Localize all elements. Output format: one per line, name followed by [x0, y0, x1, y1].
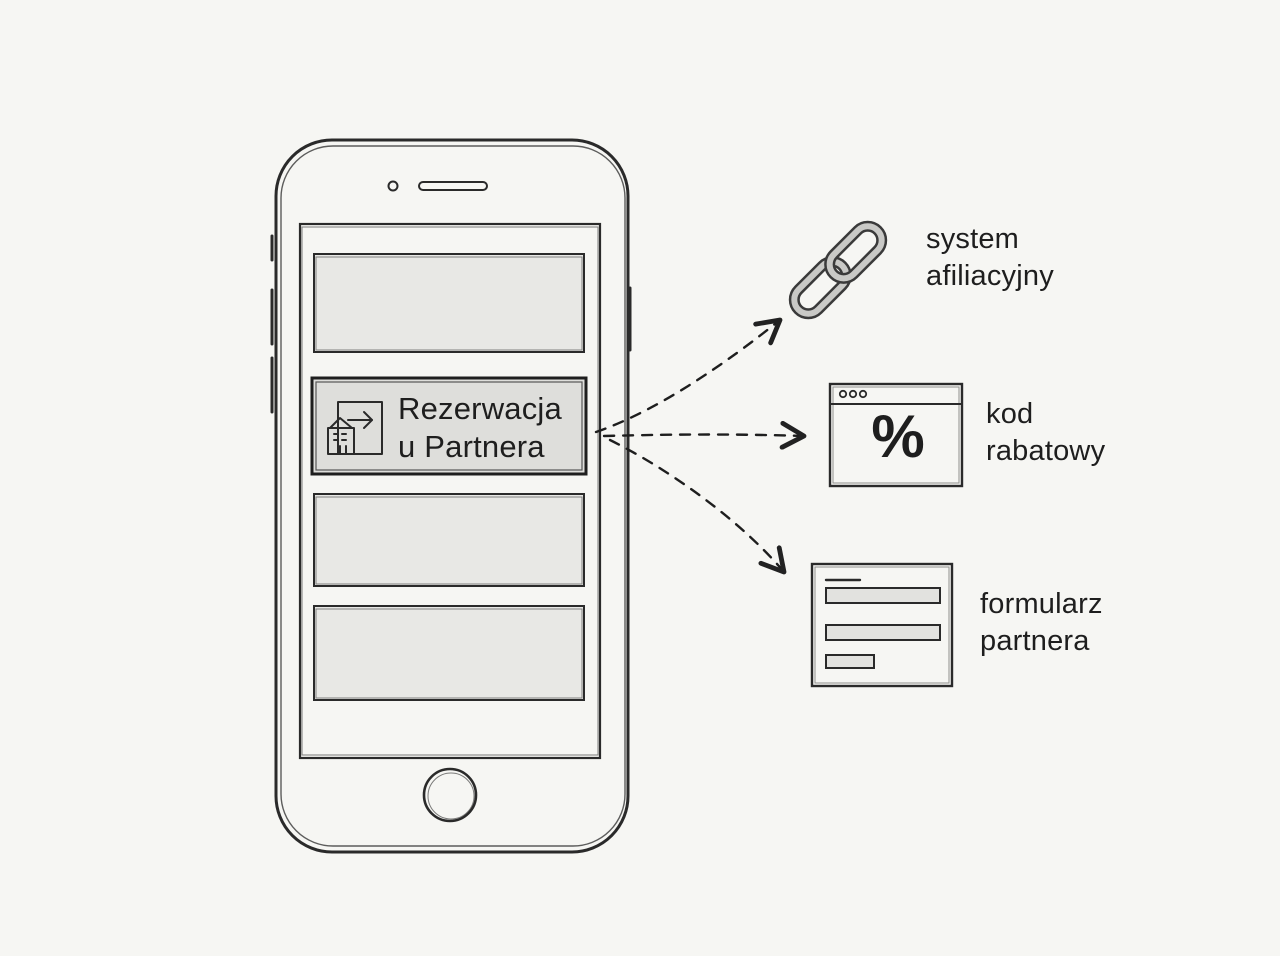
phone-screen-sketch — [301, 226, 599, 756]
phone-screen — [298, 222, 602, 760]
menu-button-label: Rezerwacja u Partnera — [398, 390, 562, 466]
label-kod-rabatowy: kod rabatowy — [986, 396, 1105, 470]
phone-outer-frame-sketch — [280, 145, 626, 847]
label-formularz-partnera-line2: partnera — [980, 625, 1090, 657]
menu-row-4 — [313, 605, 585, 701]
home-button-sketch — [427, 772, 475, 820]
label-formularz-partnera-line1: formularz — [980, 588, 1103, 620]
arrow-to-kod-rabatowy — [602, 420, 807, 450]
menu-button-label-line2: u Partnera — [398, 429, 545, 464]
label-system-afiliacyjny-line2: afiliacyjny — [926, 260, 1054, 292]
arrow-to-system-afiliacyjny — [594, 317, 783, 434]
phone-outer-frame — [274, 138, 630, 854]
label-system-afiliacyjny: system afiliacyjny — [926, 221, 1054, 295]
percent-symbol: % — [871, 403, 925, 470]
label-kod-rabatowy-line2: rabatowy — [986, 435, 1106, 467]
form-icon — [810, 562, 954, 688]
menu-row-1-sketch — [315, 256, 583, 351]
home-button — [422, 767, 478, 823]
label-kod-rabatowy-line1: kod — [986, 398, 1034, 430]
chain-link-icon — [788, 220, 888, 320]
smartphone — [270, 138, 632, 854]
building-arrow-icon — [327, 401, 383, 455]
menu-button-rezerwacja[interactable] — [310, 376, 588, 476]
menu-rows — [313, 253, 585, 701]
menu-row-4-sketch — [315, 608, 583, 699]
menu-row-1 — [313, 253, 585, 353]
front-camera — [387, 180, 399, 192]
menu-row-3 — [313, 493, 585, 587]
arrow-to-formularz-partnera — [608, 438, 787, 575]
browser-percent-icon — [828, 382, 964, 488]
label-formularz-partnera: formularz partnera — [980, 586, 1103, 660]
speaker-slot — [418, 181, 488, 191]
label-system-afiliacyjny-line1: system — [926, 223, 1020, 255]
menu-button-label-line1: Rezerwacja — [398, 391, 562, 426]
dashed-arrows — [594, 317, 807, 575]
menu-row-3-sketch — [315, 496, 583, 585]
